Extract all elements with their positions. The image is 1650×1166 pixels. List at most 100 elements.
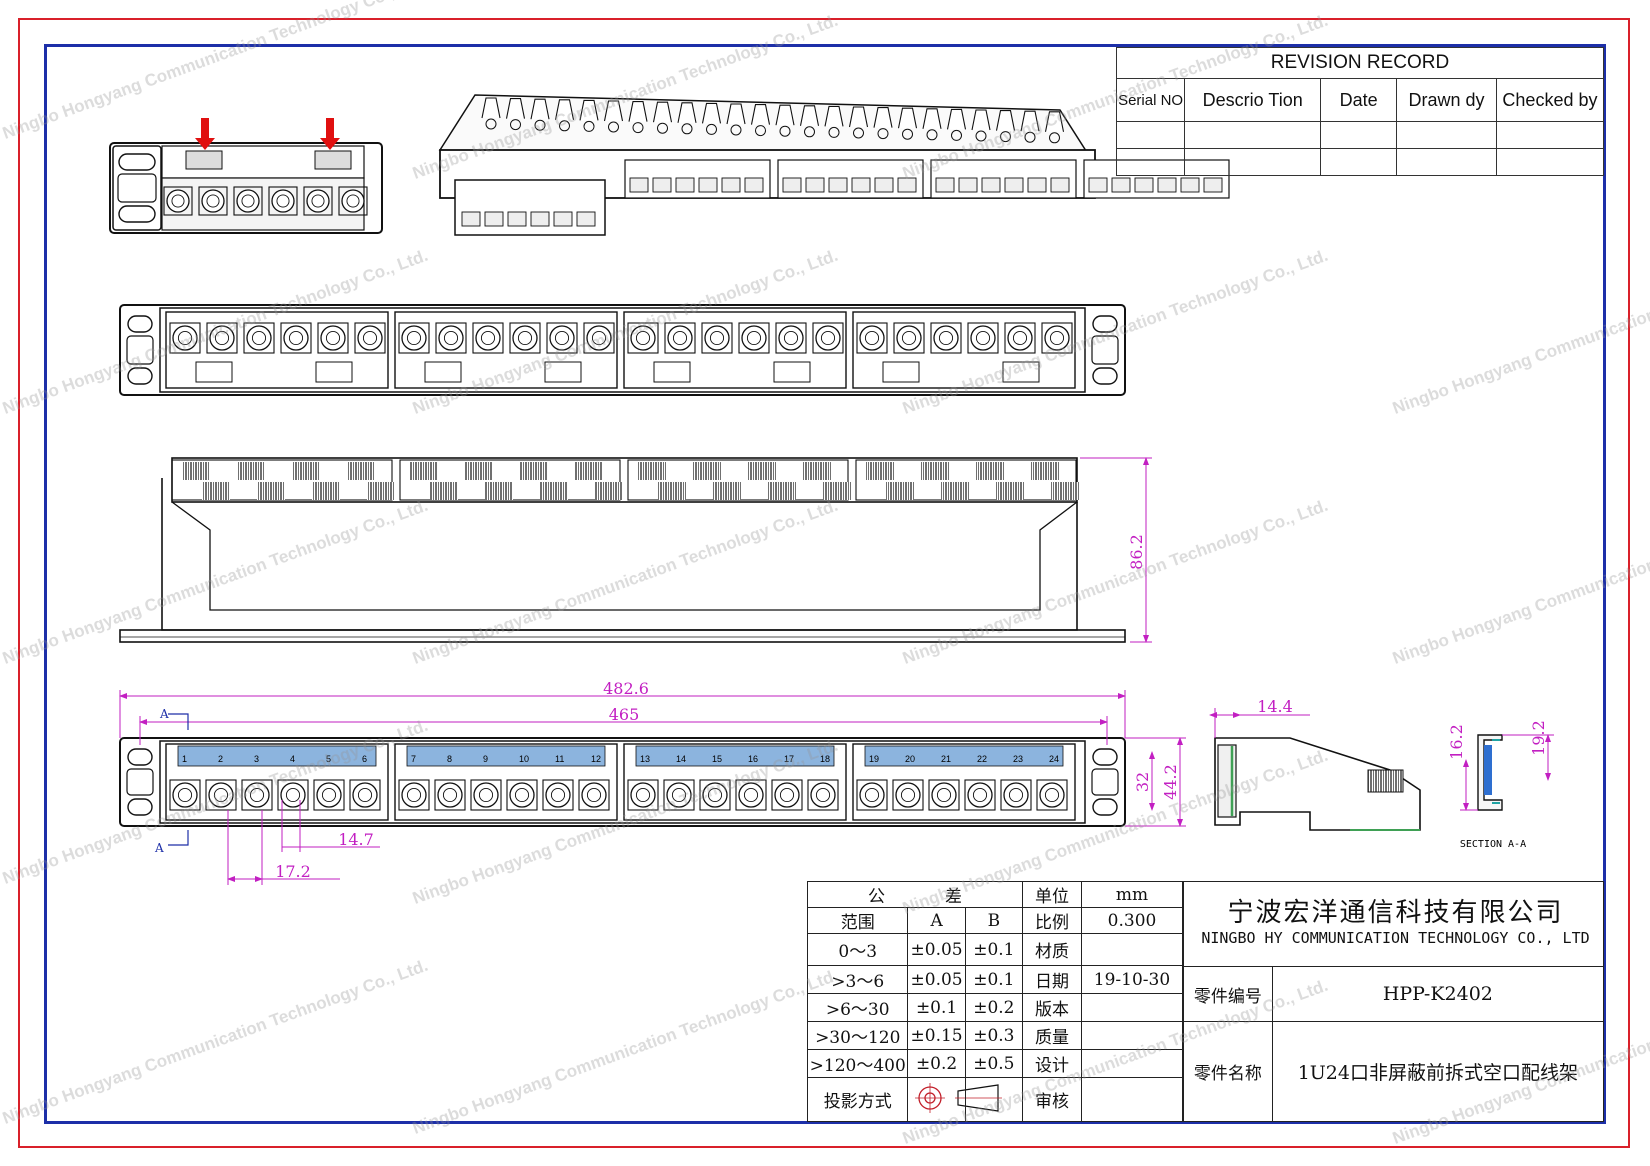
idc-terminal [481, 97, 501, 119]
port-label-bar [635, 745, 835, 767]
keystone-core [443, 330, 459, 346]
rib-group [367, 482, 395, 500]
keystone-jack [741, 325, 767, 351]
module-block [852, 311, 1076, 389]
iso-port [805, 177, 825, 193]
inner-frame [44, 44, 1606, 1124]
keystone-frame [233, 186, 263, 216]
iso-port [897, 177, 917, 193]
keystone-frame [738, 322, 770, 354]
dim-height-inner: 32 [1133, 772, 1152, 792]
keystone-jack [738, 782, 764, 808]
idc-terminal [922, 108, 942, 129]
keystone-frame [169, 322, 201, 354]
keystone-core [635, 330, 651, 346]
rib-group [768, 482, 796, 500]
keystone-core [177, 787, 193, 803]
keystone-core [1008, 787, 1024, 803]
idc-post [1049, 132, 1060, 144]
tol-field-value [1080, 1049, 1184, 1078]
idc-terminal [701, 102, 722, 124]
keystone-core [362, 330, 378, 346]
rib-group [292, 462, 320, 480]
dim-port-width: 14.7 [338, 830, 374, 849]
keystone-core [900, 787, 916, 803]
idc-post [1024, 131, 1036, 143]
tol-range: >30～120 [806, 1021, 909, 1050]
idc-terminal [995, 110, 1016, 131]
tolerance-row: 0～3 ±0.05 ±0.1 材质 [806, 933, 1184, 966]
part-info-table: 零件编号 HPP-K2402 零件名称 1U24口非屏蔽前拆式空口配线架 [1183, 966, 1605, 1122]
dimension-lines [119, 457, 1554, 885]
tol-b: ±0.1 [964, 965, 1024, 994]
rib-group [575, 462, 603, 480]
idc-post [755, 125, 766, 137]
part-name-value: 1U24口非屏蔽前拆式空口配线架 [1271, 1021, 1605, 1122]
tolerance-head-2: 差 [945, 887, 1022, 907]
port-number: 2 [218, 754, 223, 764]
front-view [119, 737, 1126, 827]
keystone-jack [280, 782, 306, 808]
port-number: 11 [555, 754, 564, 764]
idc-terminal [873, 107, 893, 128]
tol-range: >3～6 [806, 965, 909, 994]
idc-post [804, 126, 815, 138]
keystone-jack [209, 325, 235, 351]
keystone-core [241, 194, 255, 208]
keystone-jack [512, 325, 538, 351]
keystone-jack [246, 325, 272, 351]
iso-port [1088, 177, 1108, 193]
port-number: 13 [640, 754, 650, 764]
idc-post [681, 123, 693, 135]
idc-terminal [799, 105, 820, 126]
keystone-jack [774, 782, 800, 808]
keystone-core [743, 787, 759, 803]
keystone-core [864, 330, 880, 346]
iso-port [507, 211, 527, 227]
iso-port [874, 177, 894, 193]
keystone-frame [627, 779, 659, 811]
keystone-frame [398, 322, 430, 354]
ear-recess [126, 768, 154, 796]
rib-group [540, 482, 568, 500]
keystone-core [707, 787, 723, 803]
port-label-bar [406, 745, 606, 767]
rib-group [257, 482, 285, 500]
module-block [165, 743, 389, 821]
tol-field-value [1080, 933, 1184, 966]
rib-group [886, 482, 914, 500]
idc-post [730, 124, 742, 136]
keystone-core [972, 787, 988, 803]
port-number: 15 [712, 754, 722, 764]
rib-group [976, 462, 1004, 480]
idc-post [510, 119, 521, 131]
rib-group [237, 462, 265, 480]
keystone-frame [470, 779, 502, 811]
keystone-jack [586, 325, 612, 351]
rib-group [465, 462, 493, 480]
tol-a: ±0.1 [907, 993, 966, 1022]
idc-post [975, 130, 987, 142]
keystone-frame [163, 186, 193, 216]
idc-terminal [726, 103, 746, 125]
keystone-frame [812, 322, 844, 354]
keystone-core [406, 330, 422, 346]
keystone-frame [546, 322, 578, 354]
idc-post [951, 129, 962, 141]
tol-a: ±0.15 [907, 1021, 966, 1050]
review-label: 审核 [1022, 1077, 1082, 1122]
port-number: 5 [326, 754, 331, 764]
ear-recess [1091, 335, 1119, 365]
module-block [394, 311, 618, 389]
iso-port [1050, 177, 1070, 193]
isometric-view [438, 94, 1230, 236]
keystone-jack [401, 782, 427, 808]
rib-group [921, 462, 949, 480]
keystone-frame [1036, 779, 1068, 811]
keystone-jack [810, 782, 836, 808]
keystone-core [206, 194, 220, 208]
port-number: 24 [1049, 754, 1059, 764]
idc-terminal [897, 107, 918, 129]
tol-range: >120～400 [806, 1049, 909, 1078]
keystone-jack [1003, 782, 1029, 808]
